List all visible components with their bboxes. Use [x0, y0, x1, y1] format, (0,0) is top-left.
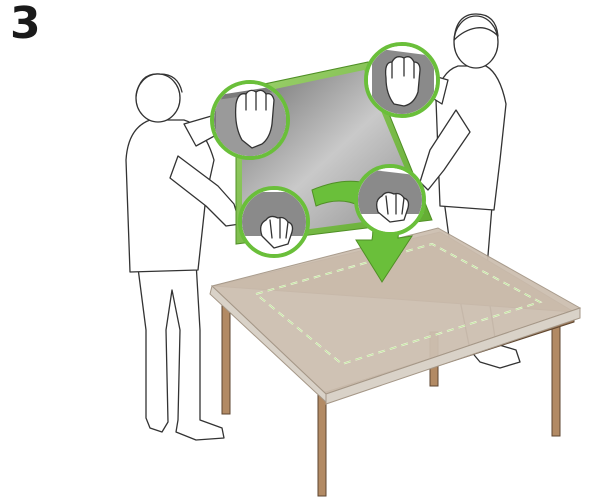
zoom-circle-top-left: [210, 80, 290, 160]
table-leg-front-right: [318, 392, 326, 496]
hand-grip-icon: [386, 57, 420, 106]
table: [210, 228, 580, 496]
table-leg-front-left: [222, 306, 230, 414]
person-left-head: [136, 74, 180, 122]
table-leg-back-right: [552, 324, 560, 436]
zoom-circle-top-right: [366, 44, 438, 116]
person-right-head: [454, 16, 498, 68]
zoom-circle-bottom-right: [356, 166, 426, 236]
zoom-circle-bottom-left: [240, 188, 310, 258]
